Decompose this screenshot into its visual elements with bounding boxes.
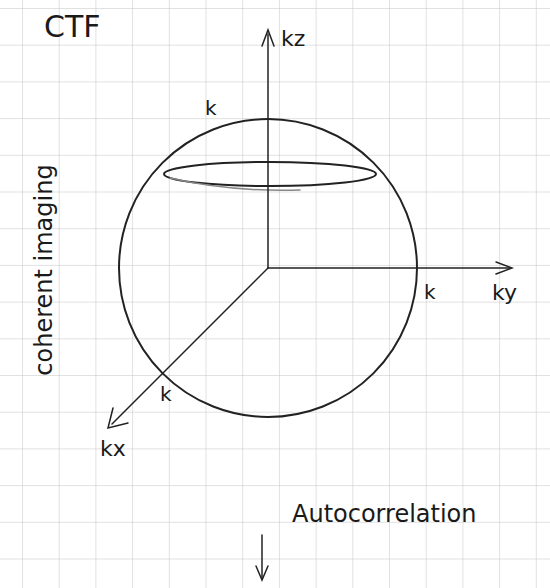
kx-arrowhead	[108, 408, 128, 428]
radius-label-box: k	[160, 384, 172, 405]
kx-axis	[112, 268, 268, 424]
radius-label-box: k	[424, 282, 436, 303]
axis-label-box: kz	[281, 28, 305, 50]
title-box: CTF	[44, 12, 101, 42]
axis-label-box: kx	[100, 438, 126, 460]
note-label: Autocorrelation	[292, 502, 477, 526]
radius-label: k	[205, 98, 217, 118]
axis-label: kx	[100, 438, 126, 460]
radius-label: k	[160, 384, 172, 404]
side-note-box: coherent imaging	[32, 164, 56, 375]
side-note: coherent imaging	[32, 164, 56, 375]
axis-label: kz	[281, 28, 305, 50]
title: CTF	[44, 12, 101, 42]
radius-label-box: k	[205, 98, 217, 119]
kz-axis	[267, 34, 269, 268]
down-arrowhead	[256, 566, 268, 580]
ky-axis	[268, 267, 510, 269]
axis-label: ky	[492, 282, 517, 304]
ky-arrowhead	[496, 262, 512, 274]
down-arrow	[261, 535, 263, 578]
kz-arrowhead	[262, 30, 274, 46]
radius-label: k	[424, 282, 436, 302]
note-label-box: Autocorrelation	[292, 502, 477, 526]
axis-label-box: ky	[492, 282, 517, 304]
cap-ellipse	[164, 162, 376, 186]
cap-shade	[170, 178, 300, 190]
